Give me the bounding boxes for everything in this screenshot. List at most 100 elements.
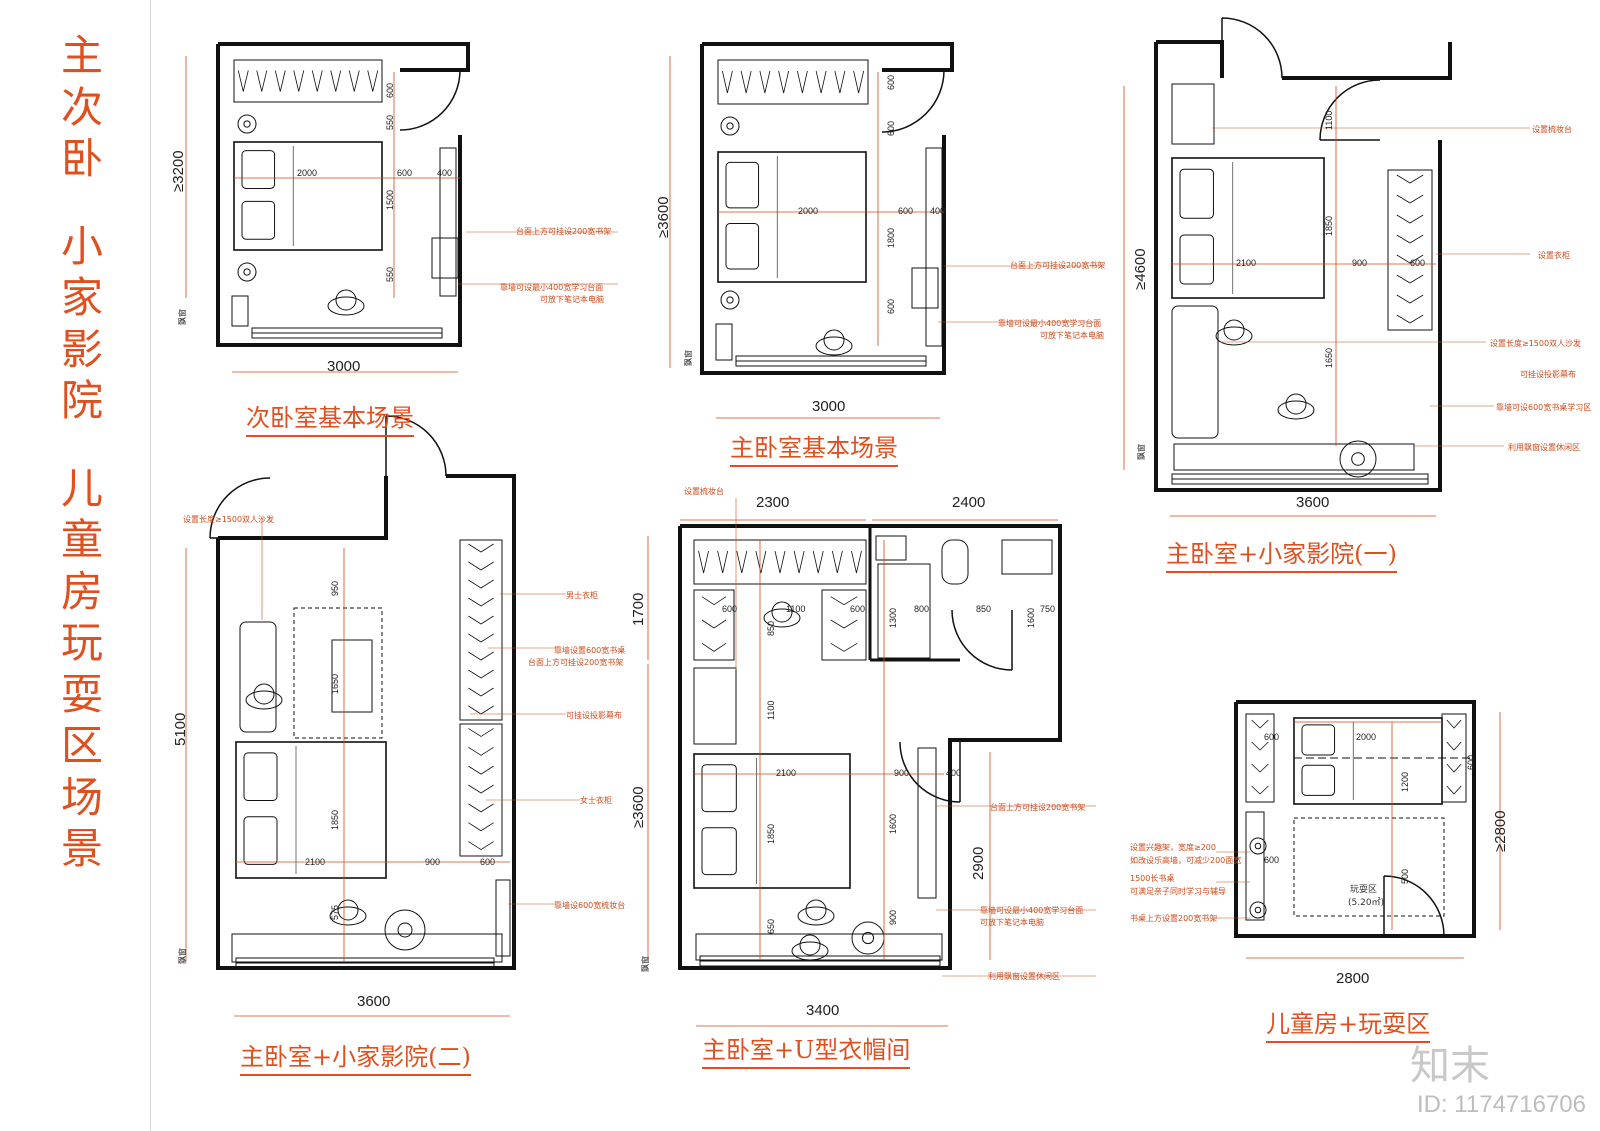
person-head [1285,393,1307,415]
dim-gap: 600 [397,168,413,178]
dim-bed-width: 2100 [305,857,326,867]
pillow [725,161,760,209]
side-title: 主次卧小家影院儿童房玩耍区场景 [52,30,112,875]
dim-v3: 1850 [766,823,776,844]
wardrobe [459,723,503,857]
door-swing [899,741,961,803]
hanger [256,70,268,92]
pillow [725,223,760,270]
watermark-id: ID: 1174716706 [1416,1091,1586,1118]
play-area-size: (5.20㎡) [1348,898,1385,908]
dim-bed-width: 2000 [297,168,318,178]
dim-v5: 1300 [888,607,898,628]
dim-v2: 1650 [330,673,340,694]
dim-height: ≥2800 [1492,810,1509,852]
hanger [468,822,494,832]
wall [216,44,462,347]
hanger [812,550,824,574]
dim-v4: 650 [766,918,776,934]
side-title-char: 院 [60,376,103,425]
hanger [793,550,805,574]
dim-v2: 1100 [766,700,776,720]
dim-bed-width: 2000 [1356,732,1377,742]
dim-c3: 600 [850,604,866,614]
hanger [1396,234,1424,244]
sofa [239,621,277,733]
hanger [468,543,494,553]
side-title-char: 影 [60,324,103,374]
door-swing [1221,17,1283,79]
toilet [941,539,969,585]
hanger [1396,214,1424,224]
dim-gap: 900 [1352,258,1368,268]
wardrobe [693,539,867,585]
window-label: 飘窗 [178,309,187,325]
person-head [771,601,793,623]
dim-v1: 600 [886,120,896,136]
hanger [778,70,790,94]
dim-height: ≥4600 [1132,248,1149,290]
plant-pot [1339,440,1377,478]
hanger [1446,785,1462,795]
person-shoulders [329,906,367,926]
dim-c1: 600 [1264,732,1280,742]
plant-pot [237,262,257,282]
dim-b1: 800 [914,604,930,614]
plant [243,268,251,276]
note: 可放下笔记本电脑 [1040,331,1104,340]
plant [1254,906,1262,914]
pillow [241,150,276,189]
window-seat [231,933,503,963]
dim-desk: 400 [437,168,453,178]
hanger [851,550,862,574]
note: 设置兴趣架，宽度≥200 [1130,843,1216,852]
dim-wardrobe: 600 [480,857,496,867]
note: 可放下笔记本电脑 [540,295,604,304]
window-label: 飘窗 [641,956,650,972]
dim-v2: 1800 [886,227,896,248]
hanger [1396,254,1424,264]
dim-v3: 1850 [330,809,340,830]
watermark-brand: 知末 [1410,1043,1490,1089]
dim-height: 5100 [172,712,189,746]
person-head [805,899,827,921]
plan-title-master-cinema-2: 主卧室+小家影院(二) [240,1037,471,1076]
dim-v3: 550 [385,266,395,282]
dim-v2: 1850 [1324,215,1334,236]
person-head [337,899,359,921]
pillow [1301,724,1336,756]
bed [233,141,383,251]
pillow [1179,234,1214,285]
dim-height-bottom: ≥3600 [630,786,647,828]
dim-wardrobe: 600 [1410,258,1426,268]
plant [861,931,875,945]
dim-b2: 850 [976,604,992,614]
dim-v6: 1600 [1026,607,1036,628]
dim-width: 3600 [1296,494,1330,511]
hanger [701,643,727,652]
dim-c2: 1100 [786,604,806,614]
note: 靠墙可设最小400宽学习台面 [998,319,1102,328]
hanger [853,70,865,94]
desk [439,147,457,297]
person-shoulders [763,608,801,628]
dim-desk: 400 [946,768,962,778]
note: 台面上方可挂设200宽书架 [528,658,624,667]
hanger [759,70,771,94]
note: 利用飘窗设置休闲区 [1508,443,1580,452]
hanger [1251,763,1269,773]
wall [678,524,1062,970]
dresser [495,879,511,957]
hanger [311,70,323,92]
desk [1245,811,1265,921]
plan-title-secondary-bedroom: 次卧室基本场景 [246,398,414,437]
hanger [468,615,494,625]
note: 可挂设投影幕布 [566,711,622,720]
hanger [468,803,494,813]
note: 可放下笔记本电脑 [980,918,1044,927]
dim-bed-width: 2100 [776,768,797,778]
dim-width: 3400 [806,1002,840,1019]
note: 靠墙可设600宽书桌学习区 [1496,403,1592,412]
sink [875,535,907,561]
plan-title-master-u-closet: 主卧室+U型衣帽间 [702,1030,911,1069]
